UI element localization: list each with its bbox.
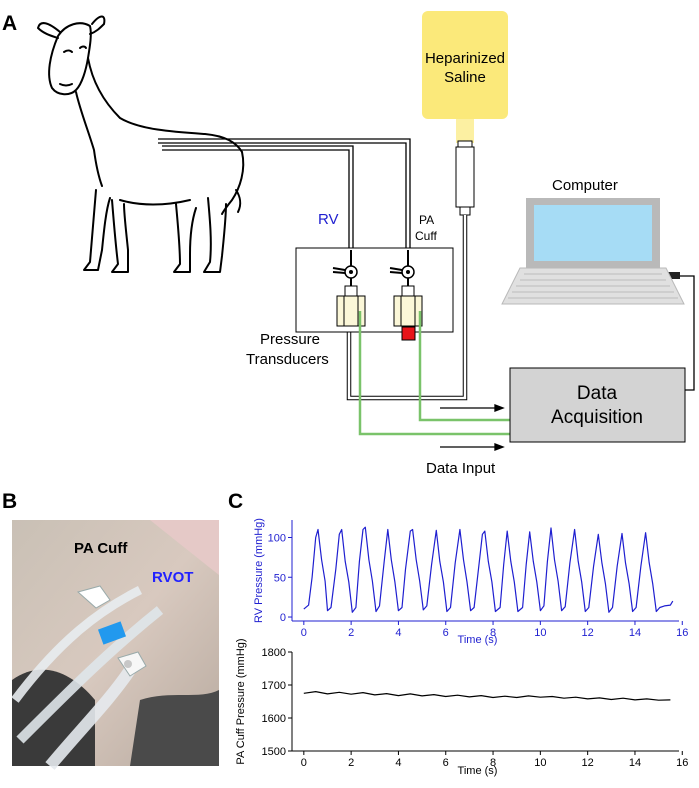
x-tick-label: 14	[629, 757, 641, 769]
y-tick-label: 50	[274, 572, 286, 584]
y-tick-label: 100	[268, 532, 286, 544]
x-tick-label: 16	[676, 757, 688, 769]
daq-label-line1: Data	[577, 383, 618, 404]
computer-cable	[674, 275, 695, 391]
x-tick-label: 2	[348, 627, 354, 639]
saline-tube-inner	[347, 215, 467, 400]
x-tick-label: 8	[490, 627, 496, 639]
daq-label-line2: Acquisition	[551, 407, 643, 428]
pa-transducer	[389, 250, 423, 341]
y-tick-label: 1600	[262, 713, 286, 725]
x-tick-label: 4	[395, 627, 401, 639]
transducers-label-line1: Pressure	[260, 331, 320, 348]
x-axis-label: Time (s)	[458, 765, 498, 777]
x-tick-label: 4	[395, 757, 401, 769]
y-axis-label: RV Pressure (mmHg)	[253, 518, 265, 623]
x-tick-label: 6	[443, 627, 449, 639]
x-tick-label: 0	[301, 627, 307, 639]
y-axis-label: PA Cuff Pressure (mmHg)	[235, 638, 247, 764]
rv-label: RV	[318, 211, 339, 228]
x-tick-label: 12	[582, 627, 594, 639]
pa-cuff-label-line1: PA	[419, 213, 434, 227]
photo-label-rvot: RVOT	[152, 569, 193, 586]
series-line	[303, 691, 671, 701]
data-input-label: Data Input	[426, 460, 496, 477]
panel-label-c: C	[228, 490, 243, 513]
series-line	[303, 526, 674, 613]
pa-cuff-label-line2: Cuff	[415, 229, 437, 243]
x-tick-label: 12	[582, 757, 594, 769]
transducers-label-line2: Transducers	[246, 351, 329, 368]
x-tick-label: 10	[534, 627, 546, 639]
photo-label-pa-cuff: PA Cuff	[74, 540, 128, 557]
y-tick-label: 1700	[262, 680, 286, 692]
x-tick-label: 10	[534, 757, 546, 769]
transducer-box	[295, 247, 454, 333]
y-tick-label: 1500	[262, 746, 286, 758]
x-tick-label: 16	[676, 627, 688, 639]
drip-chamber	[455, 140, 475, 216]
computer-cable-plug	[668, 272, 680, 279]
panel-label-a: A	[2, 12, 17, 35]
x-axis-label: Time (s)	[458, 634, 498, 646]
y-tick-label: 0	[280, 612, 286, 624]
sheep-drawing	[37, 15, 245, 273]
x-tick-label: 2	[348, 757, 354, 769]
panel-label-b: B	[2, 490, 17, 513]
x-tick-label: 0	[301, 757, 307, 769]
surgical-photo	[11, 520, 219, 770]
x-tick-label: 14	[629, 627, 641, 639]
rv-transducer	[332, 250, 366, 327]
data-cables	[358, 311, 510, 436]
saline-label-line1: Heparinized	[425, 50, 505, 67]
pa-valve-red	[401, 326, 416, 341]
x-tick-label: 6	[443, 757, 449, 769]
catheter-lines	[158, 138, 411, 250]
saline-bag: Heparinized Saline	[422, 11, 508, 143]
laptop-icon	[501, 198, 685, 305]
data-acquisition-box	[509, 367, 686, 443]
data-input-arrows	[440, 404, 505, 451]
computer-label: Computer	[552, 177, 618, 194]
x-tick-label: 8	[490, 757, 496, 769]
y-tick-label: 1800	[262, 647, 286, 659]
saline-label-line2: Saline	[444, 69, 486, 86]
